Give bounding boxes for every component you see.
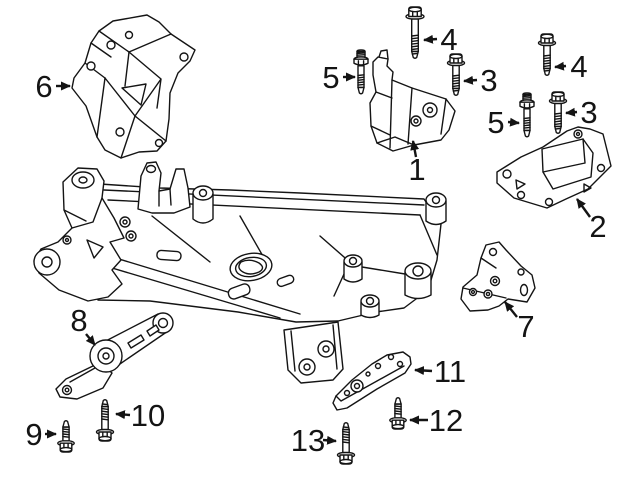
callout-13-arrow bbox=[322, 435, 337, 445]
engine-mount bbox=[369, 49, 456, 152]
callout-10-arrow bbox=[115, 410, 131, 420]
callout-12: 12 bbox=[409, 403, 463, 438]
bolt-4-left bbox=[405, 6, 425, 59]
callout-7-label: 7 bbox=[517, 309, 534, 344]
callout-4-right-arrow bbox=[554, 61, 567, 71]
callout-11: 11 bbox=[414, 354, 466, 389]
callout-2-label: 2 bbox=[589, 209, 606, 244]
bolt-9 bbox=[57, 420, 75, 453]
bolt-12 bbox=[389, 397, 407, 430]
callout-5-left-label: 5 bbox=[322, 60, 339, 95]
callout-5-right-label: 5 bbox=[487, 105, 504, 140]
callout-8: 8 bbox=[70, 303, 96, 346]
callout-2-arrow bbox=[576, 198, 591, 218]
callout-9: 9 bbox=[25, 417, 57, 452]
callout-8-label: 8 bbox=[70, 303, 87, 338]
callout-12-label: 12 bbox=[429, 403, 463, 438]
callout-4-right-label: 4 bbox=[570, 49, 587, 84]
stud-5-right bbox=[519, 92, 535, 138]
callout-11-label: 11 bbox=[434, 354, 466, 389]
callout-13: 13 bbox=[291, 423, 337, 458]
callout-4-left: 4 bbox=[423, 22, 458, 57]
callout-7-arrow bbox=[504, 301, 518, 318]
callout-3-left: 3 bbox=[463, 63, 498, 98]
callout-3-right-arrow bbox=[565, 107, 578, 117]
callout-5-left: 5 bbox=[322, 60, 356, 95]
callout-10: 10 bbox=[115, 398, 165, 433]
callout-5-right-arrow bbox=[507, 117, 520, 127]
bolt-4-right bbox=[537, 33, 557, 76]
callout-4-left-label: 4 bbox=[440, 22, 457, 57]
callout-1-label: 1 bbox=[408, 152, 425, 187]
callout-10-label: 10 bbox=[131, 398, 165, 433]
transmission-support-bracket bbox=[460, 241, 536, 312]
engine-support-bracket bbox=[71, 14, 196, 159]
callout-2: 2 bbox=[576, 198, 607, 244]
callout-1-arrow bbox=[410, 140, 420, 158]
bolt-10 bbox=[95, 399, 115, 442]
callout-8-arrow bbox=[85, 333, 96, 346]
callout-4-left-arrow bbox=[423, 34, 438, 44]
callout-4-right: 4 bbox=[554, 49, 588, 84]
callout-3-left-arrow bbox=[463, 75, 478, 85]
lower-support-bracket bbox=[332, 351, 412, 411]
callout-5-right: 5 bbox=[487, 105, 520, 140]
callout-6: 6 bbox=[35, 69, 71, 104]
transmission-mount bbox=[496, 126, 612, 209]
callout-13-label: 13 bbox=[291, 423, 325, 458]
stud-5-left bbox=[353, 49, 369, 95]
callout-3-left-label: 3 bbox=[480, 63, 497, 98]
callout-3-right: 3 bbox=[565, 95, 598, 130]
callout-6-label: 6 bbox=[35, 69, 52, 104]
callout-11-arrow bbox=[414, 366, 433, 376]
callout-9-label: 9 bbox=[25, 417, 42, 452]
bolt-3-left bbox=[446, 53, 466, 96]
callout-7: 7 bbox=[504, 301, 535, 344]
torque-strut-mount bbox=[55, 312, 174, 400]
bolt-3-right bbox=[548, 91, 568, 134]
subframe-crossmember bbox=[33, 161, 447, 384]
bolt-13 bbox=[336, 422, 356, 465]
callout-1: 1 bbox=[408, 140, 426, 187]
callout-3-right-label: 3 bbox=[580, 95, 597, 130]
